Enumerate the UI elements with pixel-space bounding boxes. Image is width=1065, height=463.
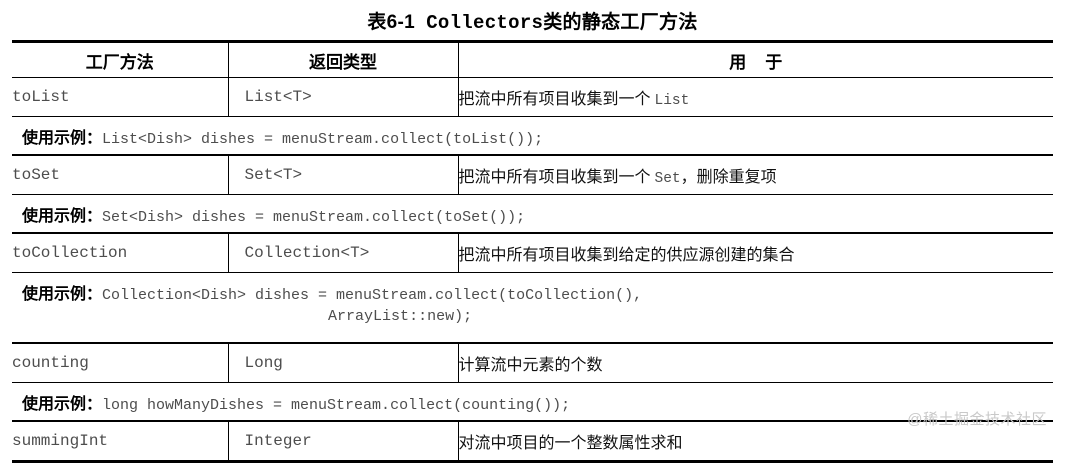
example-label: 使用示例： xyxy=(22,395,103,413)
cell-return-type: Collection<T> xyxy=(228,233,459,273)
description-text-tail: ，删除重复项 xyxy=(680,169,777,186)
table-header-row: 工厂方法 返回类型 用 于 xyxy=(12,40,1053,78)
description-code: Set xyxy=(654,171,681,187)
caption-mono-term: Collectors xyxy=(426,12,544,34)
description-text: 计算流中元素的个数 xyxy=(458,357,603,374)
column-header-return-type: 返回类型 xyxy=(228,40,459,78)
column-header-usage: 用 于 xyxy=(458,40,1053,78)
table-row: toCollection Collection<T> 把流中所有项目收集到给定的… xyxy=(12,233,1053,273)
cell-description: 把流中所有项目收集到一个 Set，删除重复项 xyxy=(458,155,1053,195)
table-row: summingInt Integer 对流中项目的一个整数属性求和 xyxy=(12,421,1053,463)
description-text: 把流中所有项目收集到一个 xyxy=(458,169,655,186)
table-container: 工厂方法 返回类型 用 于 toList List<T> 把流中所有项目收集到一… xyxy=(12,40,1053,463)
cell-return-type: Integer xyxy=(228,421,459,463)
description-text: 把流中所有项目收集到给定的供应源创建的集合 xyxy=(458,247,795,264)
cell-return-type: Set<T> xyxy=(228,155,459,195)
cell-method-name: counting xyxy=(12,343,229,383)
table-example-row: 使用示例：List<Dish> dishes = menuStream.coll… xyxy=(12,116,1053,156)
cell-method-name: summingInt xyxy=(12,421,229,463)
example-code: long howManyDishes = menuStream.collect(… xyxy=(102,396,571,414)
example-code: List<Dish> dishes = menuStream.collect(t… xyxy=(102,130,544,148)
cell-description: 把流中所有项目收集到给定的供应源创建的集合 xyxy=(458,233,1053,273)
table-example-row: 使用示例：Set<Dish> dishes = menuStream.colle… xyxy=(12,194,1053,234)
caption-number: 表6-1 xyxy=(367,12,416,33)
example-code-line2: ArrayList::new); xyxy=(22,308,473,325)
table-example-row: 使用示例：long howManyDishes = menuStream.col… xyxy=(12,382,1053,422)
cell-method-name: toList xyxy=(12,77,229,117)
caption-gap xyxy=(415,12,426,33)
example-label: 使用示例： xyxy=(22,207,103,225)
cell-description: 计算流中元素的个数 xyxy=(458,343,1053,383)
cell-method-name: toCollection xyxy=(12,233,229,273)
table-example-row: 使用示例：Collection<Dish> dishes = menuStrea… xyxy=(12,272,1053,344)
cell-example: 使用示例：List<Dish> dishes = menuStream.coll… xyxy=(12,116,1053,156)
cell-description: 把流中所有项目收集到一个 List xyxy=(458,77,1053,117)
cell-example: 使用示例：Set<Dish> dishes = menuStream.colle… xyxy=(12,194,1053,234)
table-row: toList List<T> 把流中所有项目收集到一个 List xyxy=(12,77,1053,117)
description-code: List xyxy=(654,93,690,109)
example-code: Collection<Dish> dishes = menuStream.col… xyxy=(102,287,643,304)
cell-return-type: Long xyxy=(228,343,459,383)
cell-return-type: List<T> xyxy=(228,77,459,117)
cell-example: 使用示例：Collection<Dish> dishes = menuStrea… xyxy=(12,272,1053,344)
table-row: toSet Set<T> 把流中所有项目收集到一个 Set，删除重复项 xyxy=(12,155,1053,195)
caption-rest: 类的静态工厂方法 xyxy=(543,12,698,33)
example-label: 使用示例： xyxy=(22,286,103,303)
column-header-factory-method: 工厂方法 xyxy=(12,40,229,78)
cell-method-name: toSet xyxy=(12,155,229,195)
collectors-static-factory-table: 工厂方法 返回类型 用 于 toList List<T> 把流中所有项目收集到一… xyxy=(12,40,1053,463)
description-text: 对流中项目的一个整数属性求和 xyxy=(458,435,683,452)
cell-example: 使用示例：long howManyDishes = menuStream.col… xyxy=(12,382,1053,422)
table-caption: 表6-1 Collectors类的静态工厂方法 xyxy=(0,0,1065,40)
example-code: Set<Dish> dishes = menuStream.collect(to… xyxy=(102,208,526,226)
table-row: counting Long 计算流中元素的个数 xyxy=(12,343,1053,383)
description-text: 把流中所有项目收集到一个 xyxy=(458,91,655,108)
cell-description: 对流中项目的一个整数属性求和 xyxy=(458,421,1053,463)
example-label: 使用示例： xyxy=(22,129,103,147)
